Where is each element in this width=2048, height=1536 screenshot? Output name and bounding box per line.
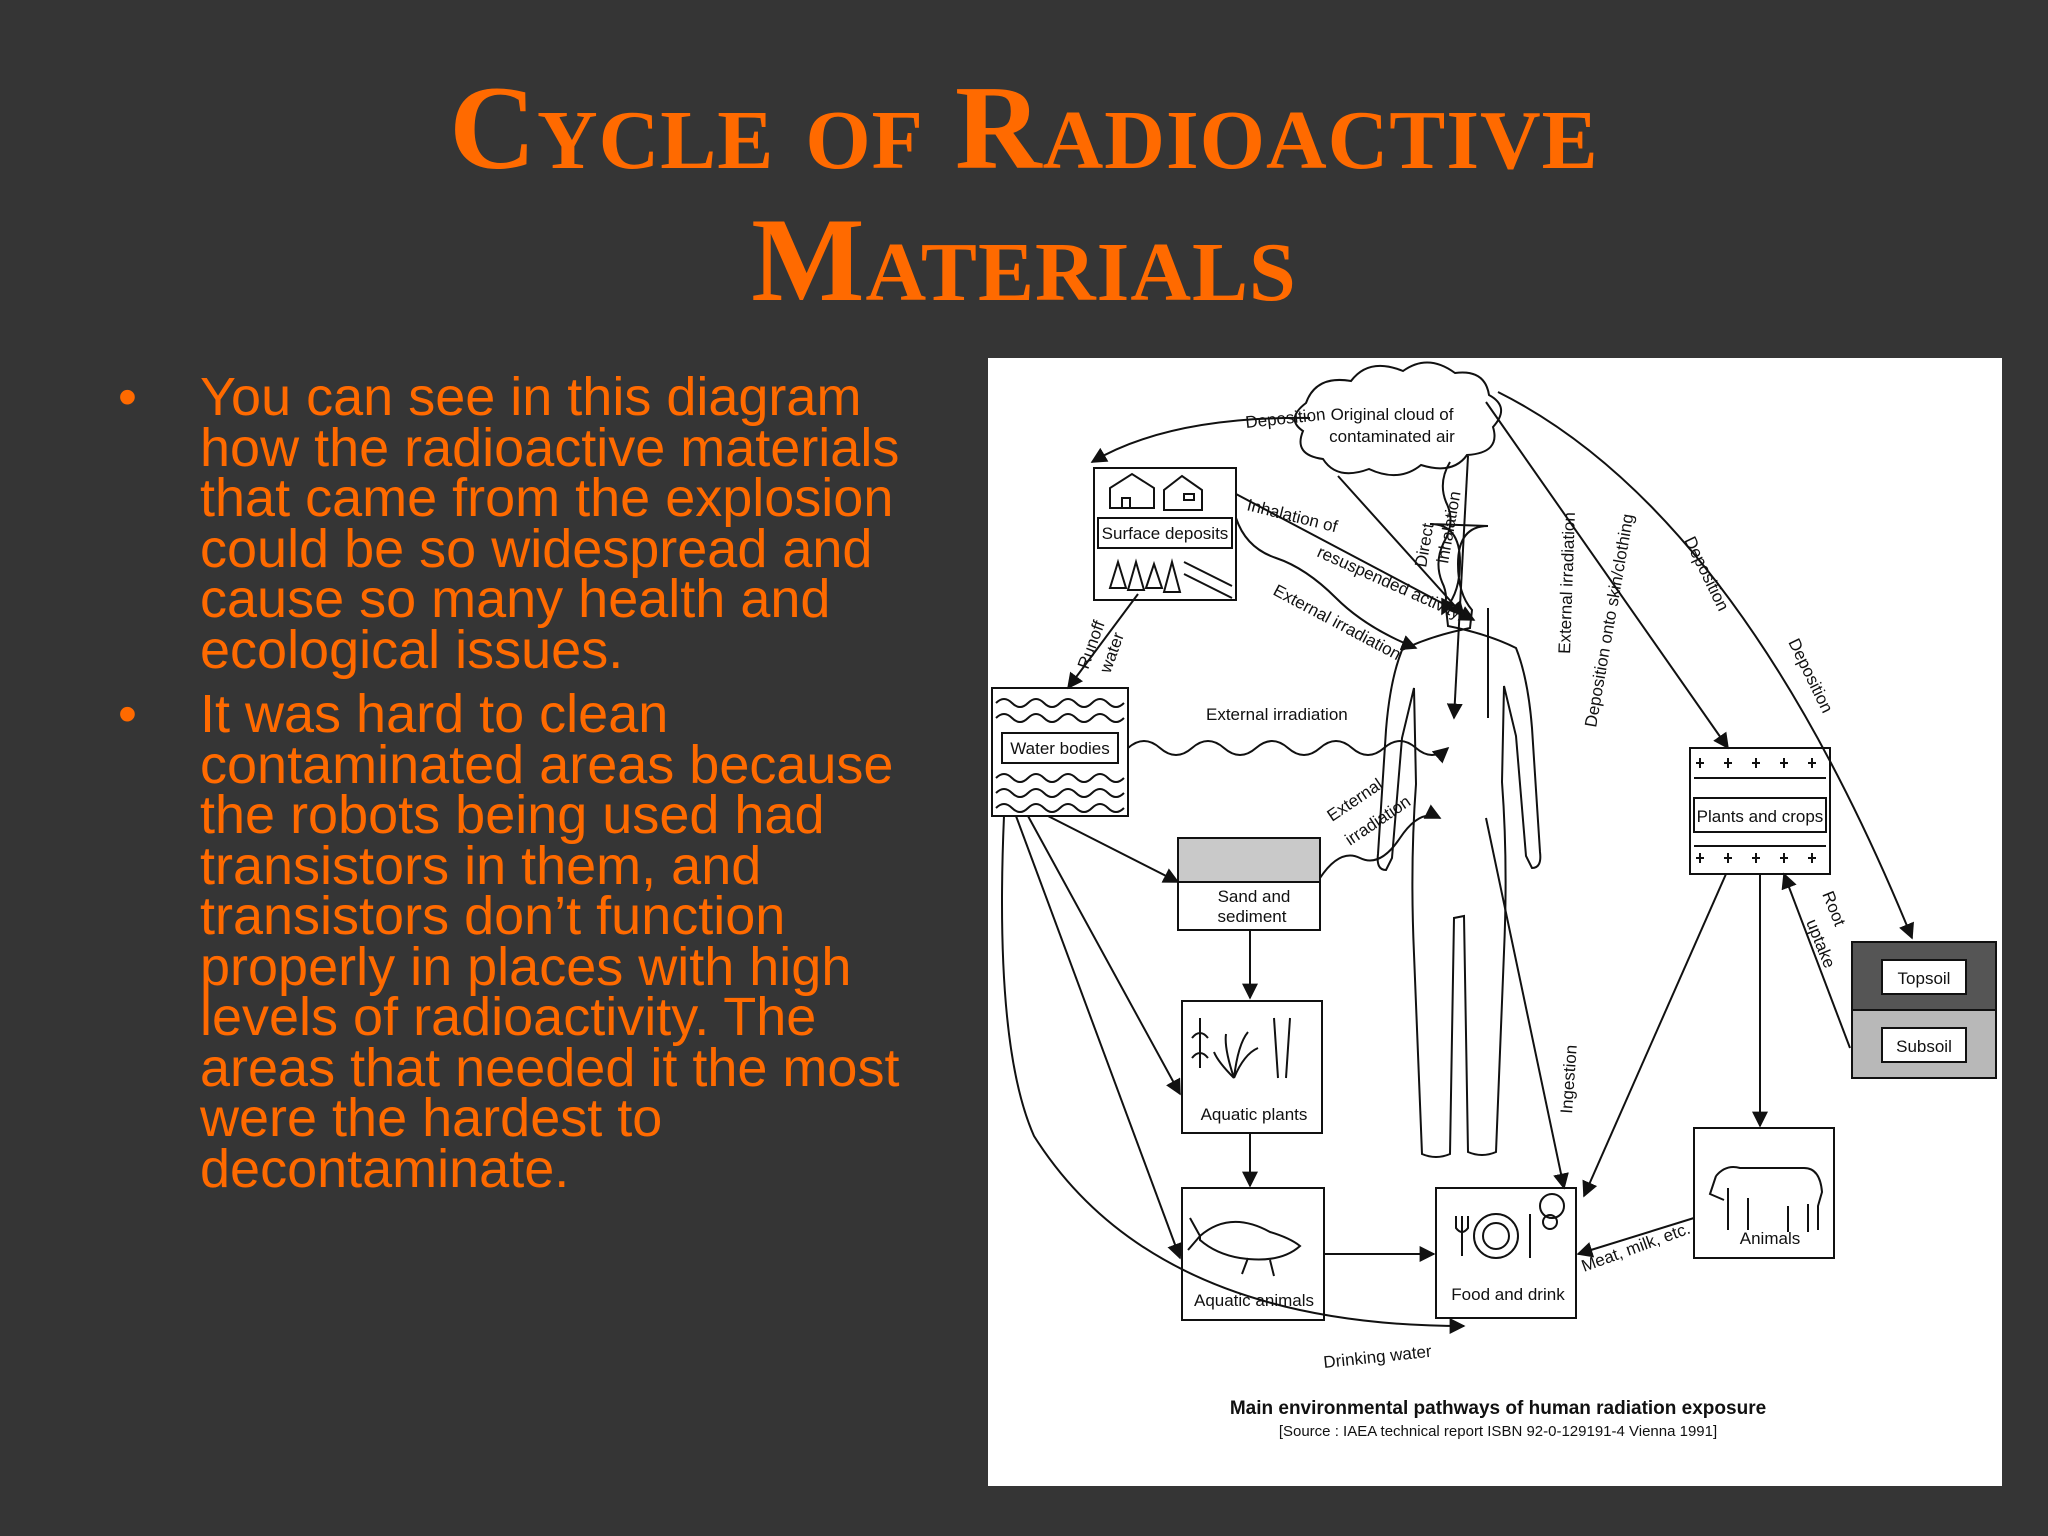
bullet-text-2: It was hard to clean contaminated areas …	[200, 684, 900, 1199]
water-waves	[995, 698, 1125, 813]
aquatic-plants-label: Aquatic plants	[1201, 1105, 1308, 1124]
bullet-item-1: • You can see in this diagram how the ra…	[110, 367, 930, 676]
water-bodies-label: Water bodies	[1010, 739, 1110, 758]
plants-crops-label: Plants and crops	[1697, 807, 1824, 826]
house-icon	[1109, 472, 1155, 509]
trees-icon	[1108, 558, 1182, 593]
sand-sediment-label: sediment	[1218, 907, 1287, 926]
food-drink-box	[1435, 1187, 1577, 1319]
sand-sediment-label: Sand and	[1218, 887, 1291, 906]
cloud-label: Original cloud of	[1331, 405, 1454, 424]
cow-icon	[1708, 1166, 1824, 1232]
slide-title: Cycle of Radioactive Materials	[0, 62, 2048, 326]
food-drink-label: Food and drink	[1451, 1285, 1565, 1304]
subsoil-label: Subsoil	[1896, 1037, 1952, 1056]
cloud-shape	[1293, 361, 1502, 476]
animals-label: Animals	[1740, 1229, 1800, 1248]
crop-marks	[1694, 758, 1826, 863]
aquatic-plants-box	[1181, 1000, 1323, 1134]
deposition-label: Deposition	[1784, 635, 1836, 716]
deposition-label: Deposition	[1244, 405, 1326, 432]
deposition-label: Deposition	[1680, 533, 1732, 614]
bullet-text-1: You can see in this diagram how the radi…	[200, 367, 900, 680]
slide-title-line-2: Materials	[751, 193, 1297, 326]
water-bodies-box	[991, 687, 1129, 817]
bullet-marker: •	[118, 367, 137, 427]
surface-deposits-label: Surface deposits	[1102, 524, 1229, 543]
topsoil-label: Topsoil	[1898, 969, 1951, 988]
surface-deposits-box	[1093, 467, 1237, 601]
cloud-label: contaminated air	[1329, 427, 1455, 446]
external-irradiation-label: External irradiation	[1270, 581, 1404, 664]
drinking-water-label: Drinking water	[1322, 1342, 1432, 1372]
bullet-marker: •	[118, 684, 137, 744]
meat-milk-label: Meat, milk, etc.	[1579, 1219, 1693, 1276]
radiation-pathways-figure: Original cloud of contaminated air Surfa…	[988, 358, 2002, 1486]
figure-source: [Source : IAEA technical report ISBN 92-…	[1279, 1423, 1717, 1440]
bullet-list: • You can see in this diagram how the ra…	[110, 367, 930, 1208]
slide-title-line-1: Cycle of Radioactive	[449, 61, 1599, 194]
pathways-diagram: Original cloud of contaminated air Surfa…	[991, 361, 1997, 1440]
figure-caption: Main environmental pathways of human rad…	[1230, 1398, 1766, 1419]
aquatic-animals-label: Aquatic animals	[1194, 1291, 1314, 1310]
aquatic-plant-icon	[1191, 1017, 1291, 1079]
external-irradiation-label: External irradiation	[1206, 705, 1348, 724]
fish-icon	[1187, 1217, 1302, 1277]
external-irradiation-label: External irradiation	[1555, 512, 1579, 654]
house-icon	[1163, 474, 1203, 511]
ingestion-label: Ingestion	[1557, 1044, 1581, 1114]
deposition-skin-label: Deposition onto skin/clothing	[1581, 512, 1637, 728]
bullet-item-2: • It was hard to clean contaminated area…	[110, 684, 930, 1195]
inhalation-label: Inhalation of	[1245, 495, 1340, 536]
animals-box	[1693, 1127, 1835, 1259]
